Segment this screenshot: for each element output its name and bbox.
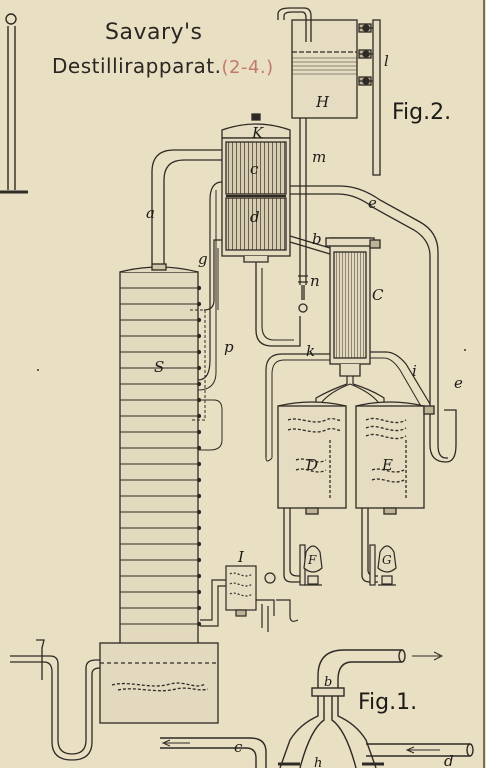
- label-d-fig1: d: [444, 752, 454, 768]
- label-E: E: [381, 456, 393, 474]
- pipe-i: [370, 351, 431, 405]
- title-name: Savary's: [105, 20, 203, 45]
- receiver-F: [299, 544, 323, 586]
- vessel-E: [355, 401, 435, 583]
- title-apparatus-text: Destillirapparat.: [52, 54, 222, 78]
- label-e-upper: e: [368, 194, 377, 212]
- label-l: l: [384, 52, 389, 70]
- cooler-I: [200, 565, 299, 632]
- label-c-condenser: c: [250, 160, 259, 178]
- label-D: D: [305, 456, 318, 474]
- label-K: K: [251, 124, 264, 142]
- pipe-return-loop: [255, 268, 301, 347]
- label-b-fig1: b: [324, 675, 332, 690]
- label-g: g: [198, 250, 208, 268]
- pipe-b: [289, 235, 331, 255]
- label-F: F: [307, 553, 317, 567]
- receiver-G: [369, 544, 397, 586]
- label-H: H: [315, 93, 330, 111]
- label-S: S: [154, 358, 164, 376]
- condenser-K: [221, 113, 291, 268]
- pipe-m: [298, 118, 308, 313]
- pipe-k: [265, 353, 330, 458]
- label-I: I: [237, 548, 245, 566]
- label-b: b: [312, 230, 322, 248]
- label-C: C: [372, 286, 384, 304]
- label-c-fig1: c: [234, 738, 243, 756]
- distributor: [315, 376, 385, 408]
- pipe-a: [151, 149, 228, 264]
- pipe-g: [203, 239, 222, 311]
- cooler-C: [325, 237, 381, 377]
- figure-2-label: Fig.2.: [392, 100, 452, 125]
- label-n: n: [310, 272, 320, 290]
- title-apparatus: Destillirapparat.(2-4.): [52, 54, 274, 78]
- label-p: p: [224, 338, 234, 356]
- label-a: a: [146, 204, 155, 222]
- pipe-e: [290, 185, 457, 463]
- fig1-fitting: [160, 649, 474, 768]
- label-i: i: [412, 362, 417, 380]
- label-h-fig1: h: [314, 756, 322, 768]
- label-k: k: [306, 342, 315, 360]
- title-plate-note: (2-4.): [221, 57, 274, 78]
- label-e-lower: e: [454, 374, 463, 392]
- column-S: [99, 263, 219, 724]
- left-edge-fragment: [0, 13, 28, 194]
- pipe-p: [197, 181, 223, 381]
- label-G: G: [382, 553, 392, 567]
- label-d-condenser: d: [250, 208, 260, 226]
- label-m: m: [312, 148, 326, 166]
- drain-pipe-left: [10, 639, 101, 761]
- vessel-H: [277, 7, 381, 176]
- vessel-D: [277, 401, 347, 583]
- letter-labels: H l K m c d a e b C g n S p k i e D E F …: [146, 52, 463, 768]
- figure-1-label: Fig.1.: [358, 690, 418, 715]
